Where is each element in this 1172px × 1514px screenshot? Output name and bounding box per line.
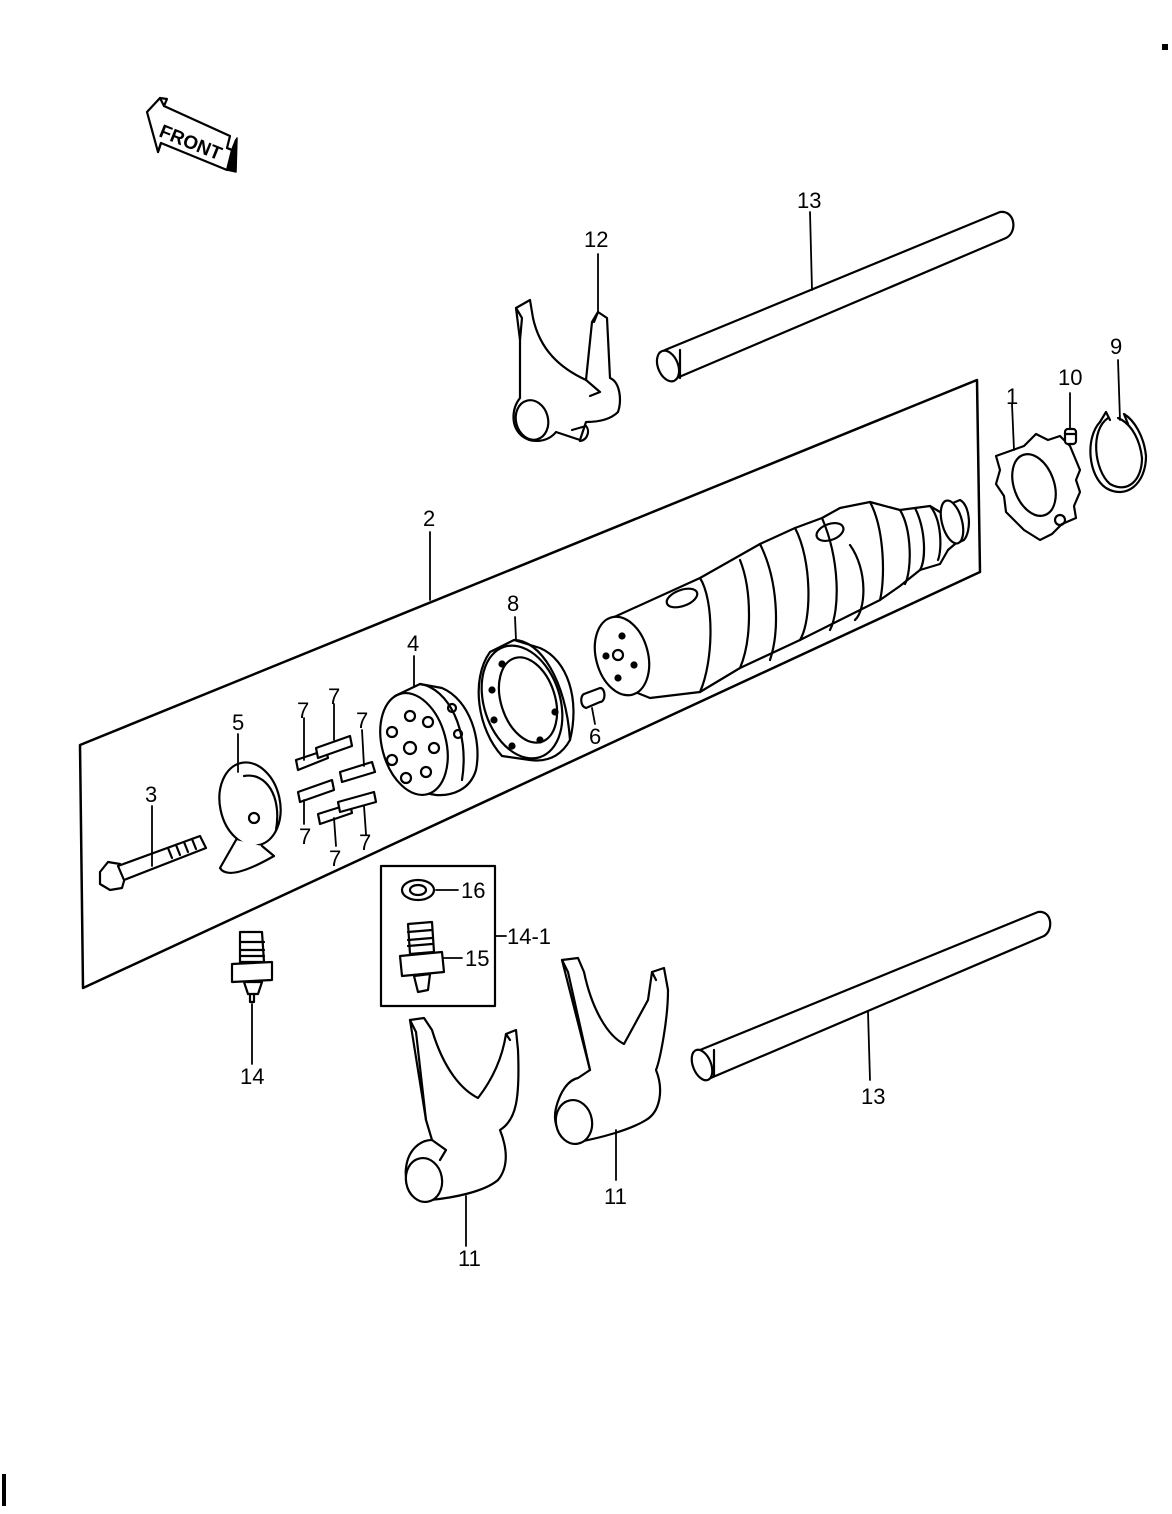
leader-lines — [151, 211, 1121, 1247]
shift-drum-cam — [218, 761, 282, 874]
drum-bolt — [98, 834, 208, 892]
callout-14: 14 — [240, 1064, 265, 1089]
callout-12: 12 — [584, 227, 609, 252]
callout-4: 4 — [407, 631, 420, 656]
shift-drum-pin-plate — [379, 682, 479, 797]
callout-7-b: 7 — [297, 698, 310, 723]
callout-9: 9 — [1110, 334, 1123, 359]
switch-body — [398, 920, 446, 994]
shift-fork-lower-right — [553, 956, 670, 1145]
front-arrow-icon: FRONT — [145, 96, 238, 173]
drum-assembly-panel — [78, 378, 982, 990]
callout-10: 10 — [1058, 365, 1083, 390]
neutral-switch — [230, 930, 274, 1004]
callout-7-c: 7 — [356, 708, 369, 733]
callout-8: 8 — [507, 591, 520, 616]
callout-13-upper: 13 — [797, 188, 822, 213]
shift-fork-upper — [512, 298, 621, 443]
callout-14-1: 14-1 — [507, 924, 552, 949]
callout-13-lower: 13 — [861, 1084, 886, 1109]
switch-washer — [400, 878, 436, 902]
callout-11-left: 11 — [458, 1246, 481, 1271]
shift-drum-pins — [294, 734, 378, 826]
callout-15: 15 — [465, 946, 490, 971]
dowel-pin — [580, 686, 606, 710]
shift-rod-lower — [690, 910, 1052, 1082]
callout-6: 6 — [589, 724, 602, 749]
callout-7-e: 7 — [359, 830, 372, 855]
callout-5: 5 — [232, 710, 245, 735]
callout-16: 16 — [461, 878, 486, 903]
callout-3: 3 — [145, 782, 158, 807]
shift-drum — [593, 498, 970, 700]
callout-7-d: 7 — [299, 824, 312, 849]
drum-stopper-plate — [994, 432, 1082, 542]
shift-rod-upper — [655, 210, 1015, 383]
callout-11-right: 11 — [604, 1184, 627, 1209]
callout-1: 1 — [1006, 384, 1019, 409]
shift-fork-lower-left — [404, 1016, 520, 1203]
pin-small — [1063, 427, 1078, 446]
callout-2: 2 — [423, 506, 436, 531]
ball-bearing — [477, 638, 575, 762]
switch-kit-box — [379, 864, 497, 1008]
callout-7-f: 7 — [329, 846, 342, 871]
callout-7-a: 7 — [328, 684, 341, 709]
circlip — [1089, 410, 1148, 494]
